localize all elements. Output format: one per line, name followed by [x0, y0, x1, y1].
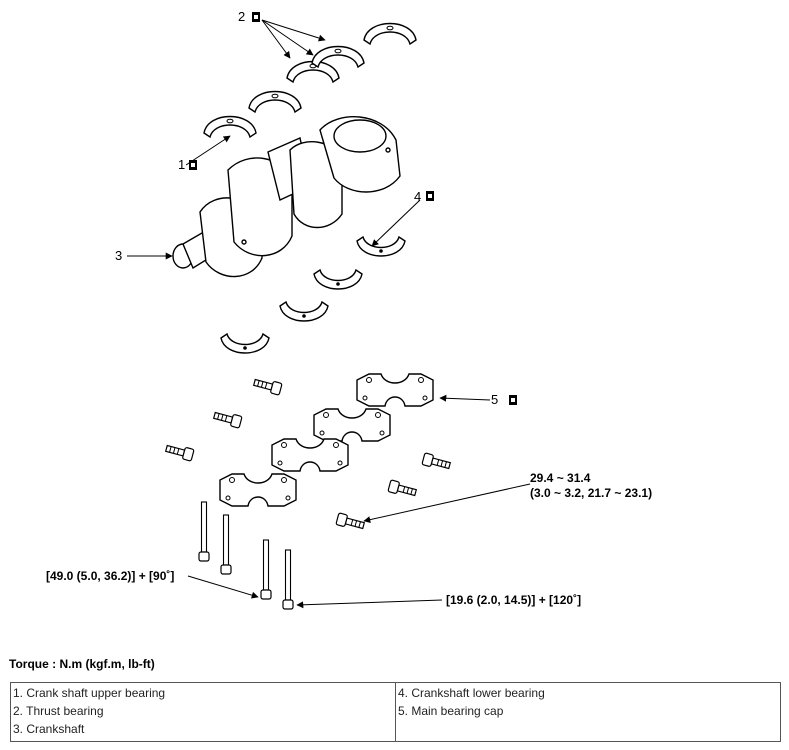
replace-part-icon — [426, 191, 434, 201]
callout-5: 5 — [491, 392, 499, 407]
main-cap-long-bolt — [282, 549, 294, 610]
torque-cap-bolt-value: 29.4 ~ 31.4 — [530, 471, 591, 485]
legend-item: 2. Thrust bearing — [13, 704, 104, 718]
leader-lines — [127, 19, 531, 609]
callout-1: 1 — [178, 157, 186, 172]
crankshaft — [172, 116, 401, 278]
cap-side-bolt — [421, 452, 452, 473]
legend-item: 1. Crank shaft upper bearing — [13, 686, 166, 700]
torque-long-bolt-a: [49.0 (5.0, 36.2)] + [90˚] — [46, 569, 175, 583]
torque-unit-title: Torque : N.m (kgf.m, lb-ft) — [9, 657, 155, 671]
legend-item: 3. Crankshaft — [13, 722, 85, 736]
main-cap-long-bolt — [260, 539, 272, 600]
legend-item: 4. Crankshaft lower bearing — [398, 686, 545, 700]
parts-legend: 1. Crank shaft upper bearing 2. Thrust b… — [10, 682, 781, 742]
lower-bearing-shell — [279, 301, 329, 322]
main-bearing-cap — [219, 473, 297, 507]
callout-4: 4 — [414, 189, 422, 204]
crankshaft-exploded-diagram — [127, 12, 531, 610]
legend-column-right: 4. Crankshaft lower bearing 5. Main bear… — [396, 683, 780, 741]
callout-2: 2 — [238, 9, 246, 24]
main-bearing-cap — [271, 438, 349, 472]
main-cap-long-bolt — [198, 501, 210, 562]
cap-side-bolt — [212, 408, 243, 429]
lower-bearing-shell — [356, 236, 406, 257]
lower-bearing-shell — [313, 269, 363, 290]
replace-part-icon — [252, 12, 260, 22]
legend-column-left: 1. Crank shaft upper bearing 2. Thrust b… — [11, 683, 396, 741]
main-bearing-cap — [356, 373, 434, 407]
thrust-bearing-shell — [363, 22, 417, 45]
thrust-bearing-shell — [286, 60, 340, 83]
replace-part-icon — [189, 160, 197, 170]
torque-cap-bolt-secondary: (3.0 ~ 3.2, 21.7 ~ 23.1) — [530, 486, 653, 500]
cap-side-bolt — [252, 375, 283, 396]
cap-side-bolt — [387, 479, 418, 500]
torque-long-bolt-b: [19.6 (2.0, 14.5)] + [120˚] — [446, 593, 582, 607]
cap-side-bolt — [335, 512, 366, 533]
main-bearing-cap — [313, 408, 391, 442]
lower-bearing-shell — [220, 333, 270, 354]
main-cap-long-bolt — [220, 514, 232, 575]
cap-side-bolt — [164, 441, 195, 462]
legend-item: 5. Main bearing cap — [398, 704, 504, 718]
upper-bearing-shell — [248, 90, 302, 113]
thrust-bearing-shell — [311, 45, 365, 68]
replace-part-icon — [509, 395, 517, 405]
callout-3: 3 — [115, 248, 123, 263]
upper-bearing-shell — [203, 115, 257, 138]
